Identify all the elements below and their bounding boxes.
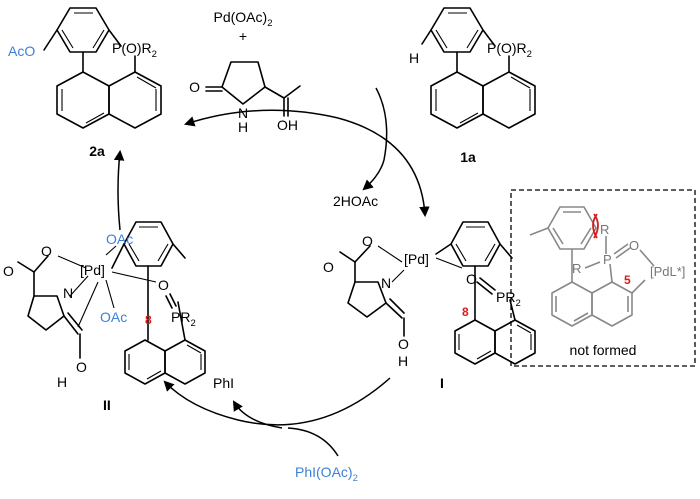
int-i-pd: [Pd] (404, 251, 429, 267)
cycle-arrow-right (337, 117, 430, 218)
byproduct-2hoac: 2HOAc (333, 193, 378, 209)
int-i-o-coord: O (362, 233, 373, 249)
int-ii-n: N (63, 285, 73, 301)
int-i-o-phos: O (466, 271, 477, 287)
int-ii-oh-h: H (57, 374, 67, 390)
inset-caption: not formed (570, 342, 637, 358)
inset-pd: [PdL*] (650, 264, 685, 279)
int-ii-label: II (103, 397, 111, 413)
product-aco-label: AcO (8, 43, 35, 59)
int-ii-oac-top: OAc (106, 231, 133, 247)
inset-box (510, 189, 696, 367)
product-2a-structure (43, 7, 162, 129)
inset-o: O (629, 238, 639, 253)
int-ii-oac-bottom: OAc (100, 309, 127, 325)
int-i-oh-h: H (398, 353, 408, 369)
cycle-arrow-bottom (163, 377, 391, 426)
int-ii-o-carb: O (3, 263, 14, 279)
phi-byproduct: PhI (213, 375, 234, 391)
pd-oac2-reagent: Pd(OAc)2 (214, 9, 273, 29)
intermediate-ii-structure (17, 221, 206, 385)
cycle-arrow-top (184, 109, 339, 127)
int-ii-pd: [Pd] (80, 262, 105, 278)
int-i-pr2: PR2 (496, 289, 521, 309)
substrate-1a-structure (421, 7, 536, 129)
substrate-po-label: P(O)R2 (487, 40, 532, 60)
intermediate-i-structure (339, 221, 536, 365)
substrate-1a-label: 1a (460, 149, 476, 165)
inset-r-left: R (572, 261, 581, 276)
phi-release-arrow (232, 400, 283, 429)
inset-structure (529, 206, 655, 327)
ligand-nh-h: H (238, 119, 248, 135)
int-ii-o-phos: O (158, 277, 169, 293)
product-po-label: P(O)R2 (112, 40, 157, 60)
oxidant-entry-arrow (287, 427, 339, 457)
ligand-carbonyl-o: O (189, 79, 200, 95)
ligand-nh-n: N (238, 105, 248, 121)
substrate-entry-arrow (375, 87, 388, 161)
int-i-oh-o: O (398, 336, 409, 352)
int-i-ring-size: 8 (462, 305, 469, 319)
ligand-oh: OH (277, 117, 298, 133)
oxidant-phioac2: PhI(OAc)2 (295, 464, 358, 484)
int-i-n: N (381, 275, 391, 291)
substrate-h-label: H (409, 50, 419, 66)
hoac-release-arrow (362, 159, 385, 191)
inset-p: P (603, 252, 612, 267)
inset-r-top: R (600, 222, 609, 237)
int-ii-oh-o: O (76, 359, 87, 375)
int-i-o-carb: O (323, 259, 334, 275)
plus-sign: + (239, 28, 247, 44)
int-ii-o-coord: O (41, 243, 52, 259)
cycle-arrow-left (113, 149, 125, 231)
int-i-label: I (440, 375, 444, 391)
int-ii-ring-size: 8 (145, 313, 152, 327)
product-2a-label: 2a (89, 143, 105, 159)
int-ii-pr2: PR2 (171, 309, 196, 329)
inset-ring-size: 5 (624, 273, 631, 287)
pyroglutamic-acid-structure (205, 61, 301, 117)
